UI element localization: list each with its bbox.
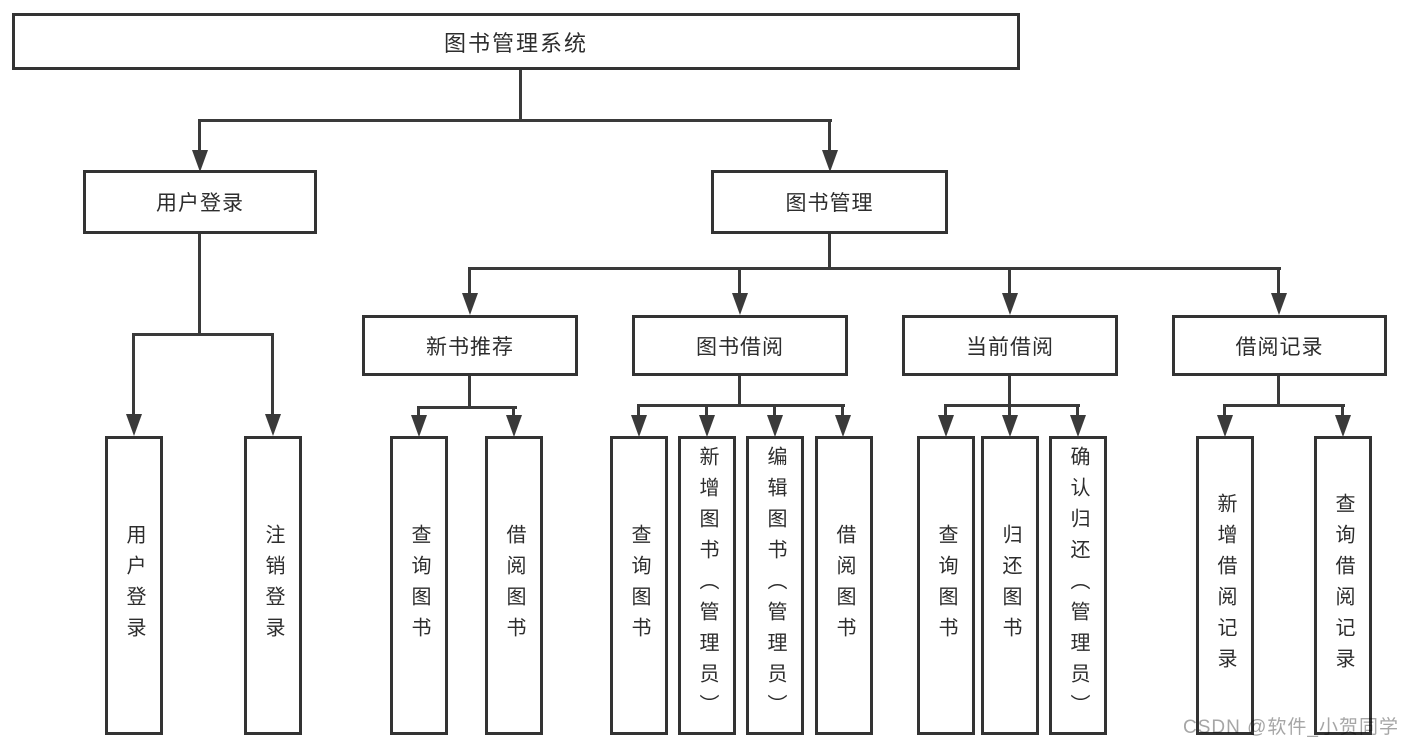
leaf-label: 查询借阅记录 — [1332, 492, 1354, 679]
arrowhead-down-icon — [1070, 415, 1086, 437]
connector — [637, 404, 640, 417]
leaf-return-books: 归还图书 — [981, 436, 1039, 735]
node-label: 图书借阅 — [696, 335, 784, 359]
arrowhead-down-icon — [822, 150, 838, 172]
leaf-query-borrow-record: 查询借阅记录 — [1314, 436, 1372, 735]
leaf-user-login: 用户登录 — [105, 436, 163, 735]
arrowhead-down-icon — [938, 415, 954, 437]
leaf-query-books-current: 查询图书 — [917, 436, 975, 735]
node-user-login: 用户登录 — [83, 170, 317, 234]
connector — [132, 333, 135, 416]
leaf-label: 注销登录 — [262, 523, 284, 648]
arrowhead-down-icon — [835, 415, 851, 437]
leaf-label: 借阅图书 — [833, 523, 855, 648]
leaf-edit-book-admin: 编辑图书（管理员） — [746, 436, 804, 735]
connector — [417, 406, 420, 417]
connector — [271, 333, 274, 416]
csdn-watermark: CSDN @软件_小贺同学 — [1183, 717, 1399, 738]
arrowhead-down-icon — [767, 415, 783, 437]
connector — [198, 119, 201, 151]
connector — [1076, 404, 1079, 417]
leaf-add-borrow-record: 新增借阅记录 — [1196, 436, 1254, 735]
connector — [417, 406, 517, 409]
connector — [132, 333, 274, 336]
connector — [468, 374, 471, 409]
connector — [944, 404, 1080, 407]
leaf-label: 查询图书 — [628, 523, 650, 648]
connector — [1223, 404, 1345, 407]
node-book-management: 图书管理 — [711, 170, 948, 234]
leaf-logout: 注销登录 — [244, 436, 302, 735]
connector — [198, 232, 201, 336]
arrowhead-down-icon — [411, 415, 427, 437]
connector — [468, 267, 1281, 270]
arrowhead-down-icon — [126, 414, 142, 436]
connector — [198, 119, 832, 122]
connector — [468, 267, 471, 295]
leaf-borrow-books: 借阅图书 — [815, 436, 873, 735]
connector — [841, 404, 844, 417]
connector — [637, 404, 845, 407]
arrowhead-down-icon — [1217, 415, 1233, 437]
arrowhead-down-icon — [462, 293, 478, 315]
node-label: 借阅记录 — [1235, 335, 1324, 359]
arrowhead-down-icon — [192, 150, 208, 172]
connector — [705, 404, 708, 417]
arrowhead-down-icon — [265, 414, 281, 436]
arrowhead-down-icon — [506, 415, 522, 437]
leaf-add-book-admin: 新增图书（管理员） — [678, 436, 736, 735]
connector — [828, 119, 831, 151]
node-label: 图书管理系统 — [443, 30, 588, 56]
arrowhead-down-icon — [1271, 293, 1287, 315]
leaf-query-books-borrow: 查询图书 — [610, 436, 668, 735]
leaf-label: 新增借阅记录 — [1214, 492, 1236, 679]
arrowhead-down-icon — [699, 415, 715, 437]
leaf-label: 查询图书 — [408, 523, 430, 648]
connector — [1341, 404, 1344, 417]
node-label: 用户登录 — [156, 192, 244, 215]
arrowhead-down-icon — [1002, 293, 1018, 315]
leaf-label: 新增图书（管理员） — [696, 446, 718, 725]
leaf-label: 查询图书 — [935, 523, 957, 648]
connector — [773, 404, 776, 417]
leaf-label: 编辑图书（管理员） — [764, 446, 786, 725]
arrowhead-down-icon — [631, 415, 647, 437]
leaf-label: 用户登录 — [123, 523, 145, 648]
node-current-borrowing: 当前借阅 — [902, 315, 1118, 376]
connector — [1277, 374, 1280, 407]
connector — [1008, 267, 1011, 295]
connector — [944, 404, 947, 417]
node-book-borrowing: 图书借阅 — [632, 315, 848, 376]
node-label: 图书管理 — [785, 192, 874, 215]
connector — [828, 232, 831, 270]
node-library-management-system: 图书管理系统 — [12, 13, 1020, 70]
connector — [1223, 404, 1226, 417]
node-label: 新书推荐 — [426, 335, 514, 359]
arrowhead-down-icon — [1335, 415, 1351, 437]
node-new-book-recommend: 新书推荐 — [362, 315, 578, 376]
connector — [519, 68, 522, 122]
leaf-label: 确认归还（管理员） — [1067, 446, 1089, 725]
leaf-label: 归还图书 — [999, 523, 1021, 648]
connector — [1008, 374, 1011, 407]
arrowhead-down-icon — [732, 293, 748, 315]
node-label: 当前借阅 — [966, 335, 1054, 359]
leaf-confirm-return-admin: 确认归还（管理员） — [1049, 436, 1107, 735]
connector — [512, 406, 515, 417]
connector — [738, 267, 741, 295]
leaf-label: 借阅图书 — [503, 523, 525, 648]
connector — [1277, 267, 1280, 295]
leaf-borrow-books-recommend: 借阅图书 — [485, 436, 543, 735]
arrowhead-down-icon — [1002, 415, 1018, 437]
connector — [738, 374, 741, 407]
leaf-query-books-recommend: 查询图书 — [390, 436, 448, 735]
node-borrowing-records: 借阅记录 — [1172, 315, 1387, 376]
connector — [1008, 404, 1011, 417]
